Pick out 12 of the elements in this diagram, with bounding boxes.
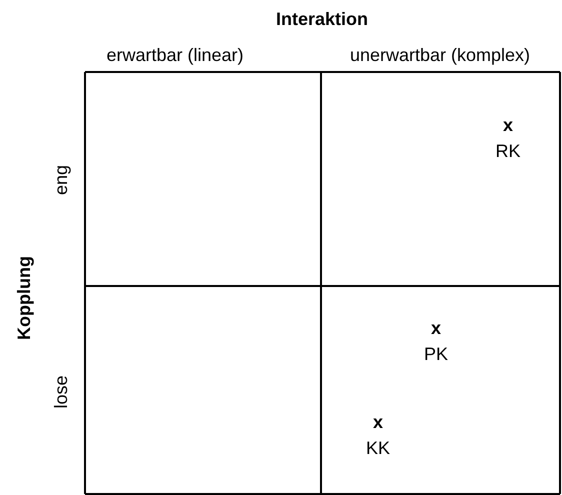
axis-title: Interaktion [276, 10, 368, 30]
point-label: PK [424, 345, 448, 365]
column-header: unerwartbar (komplex) [350, 46, 530, 66]
column-header: erwartbar (linear) [106, 46, 244, 66]
point-marker: x [373, 413, 383, 433]
point-label: RK [496, 142, 520, 162]
row-header: lose [52, 375, 72, 409]
row-header: eng [52, 164, 72, 196]
point-label: KK [366, 439, 390, 459]
axis-title: Kopplung [15, 256, 35, 340]
point-marker: x [431, 319, 441, 339]
point-marker: x [503, 116, 513, 136]
